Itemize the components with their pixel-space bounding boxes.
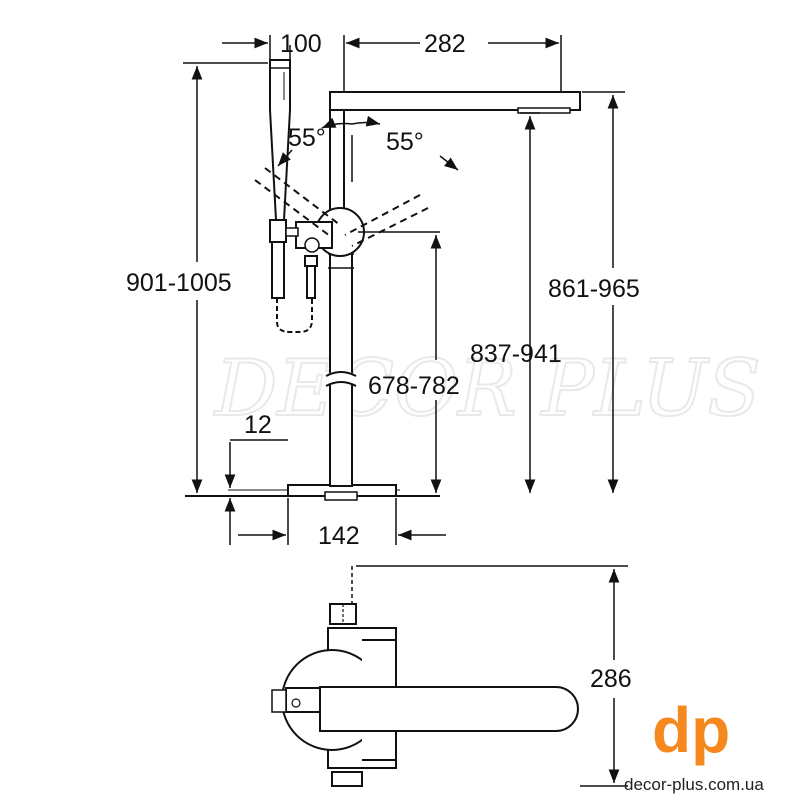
label-282: 282 <box>424 30 466 58</box>
angle-arc-right <box>351 115 381 127</box>
side-view <box>185 59 581 501</box>
watermark: DECOR PLUS <box>213 344 761 434</box>
label-142: 142 <box>318 522 360 550</box>
top-connector-bolt <box>291 698 301 708</box>
column-break-bottom <box>325 381 357 387</box>
spout-outlet <box>517 107 571 114</box>
base-insert <box>324 491 358 501</box>
label-angle-left: 55° <box>288 124 326 152</box>
column-break-mask <box>323 371 359 385</box>
top-dimensions <box>356 565 628 787</box>
handshower-handle <box>271 241 285 299</box>
top-connector-nut <box>271 689 287 713</box>
label-angle-right: 55° <box>386 128 424 156</box>
side-dimensions <box>183 35 625 545</box>
brand-logo: dp decor-plus.com.ua <box>624 694 764 794</box>
hose-nut <box>304 255 318 267</box>
logo-mark: dp <box>652 694 730 766</box>
spout-swivel-positions <box>254 167 429 247</box>
holder-arm <box>285 227 299 237</box>
top-spout <box>319 686 579 732</box>
label-837-941: 837-941 <box>470 340 562 368</box>
label-100: 100 <box>280 30 322 58</box>
column <box>329 237 353 487</box>
top-view <box>271 566 579 787</box>
label-678-782: 678-782 <box>368 372 460 400</box>
label-901-1005: 901-1005 <box>126 269 232 297</box>
logo-url: decor-plus.com.ua <box>624 775 764 794</box>
top-bottom-handle <box>331 771 363 787</box>
swivel-left <box>254 167 341 237</box>
swivel-right <box>344 194 429 247</box>
label-861-965: 861-965 <box>548 275 640 303</box>
handshower-holder <box>269 219 287 243</box>
label-286: 286 <box>590 665 632 693</box>
column-break-top <box>325 371 357 377</box>
handshower <box>269 59 291 221</box>
top-connector <box>285 687 321 713</box>
spout <box>329 91 581 111</box>
angle-leader-right <box>439 155 459 171</box>
connector-nut <box>304 237 320 253</box>
angle-arc-left <box>321 117 353 129</box>
hose-fitting <box>306 265 316 299</box>
label-12: 12 <box>244 411 272 439</box>
angle-leader-left <box>277 149 293 167</box>
hose <box>276 298 313 333</box>
